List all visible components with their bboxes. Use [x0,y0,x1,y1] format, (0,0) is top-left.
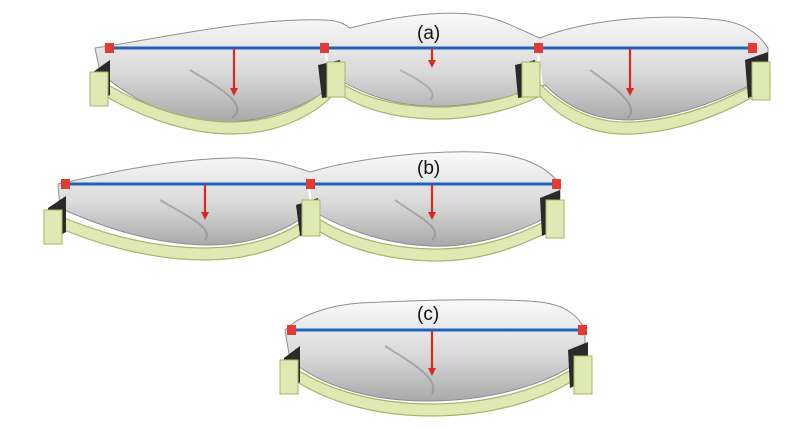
anchor-b-1 [61,179,70,189]
panel-label-c: (c) [417,304,439,325]
panel-label-b: (b) [417,158,440,179]
support-b-2 [296,198,321,237]
support-a-4 [745,52,771,101]
anchor-a-1 [105,43,114,53]
support-a-3 [515,60,541,98]
support-a-2 [318,60,346,98]
support-b-1 [43,196,66,245]
support-a-1 [89,60,110,107]
support-c-2 [568,342,593,395]
panel-label-a: (a) [417,23,440,44]
anchor-c-1 [287,325,296,335]
anchor-b-3 [552,179,561,189]
anchor-b-2 [306,179,315,189]
panel-c: (c) [279,299,593,417]
anchor-a-2 [320,43,329,53]
shell-surface-c [284,299,586,402]
panel-b: (b) [43,151,565,262]
anchor-c-2 [578,325,587,335]
support-b-3 [540,190,565,239]
support-c-1 [279,346,300,395]
anchor-a-4 [748,43,757,53]
anchor-a-3 [534,43,543,53]
panel-a: (a) [89,12,771,135]
